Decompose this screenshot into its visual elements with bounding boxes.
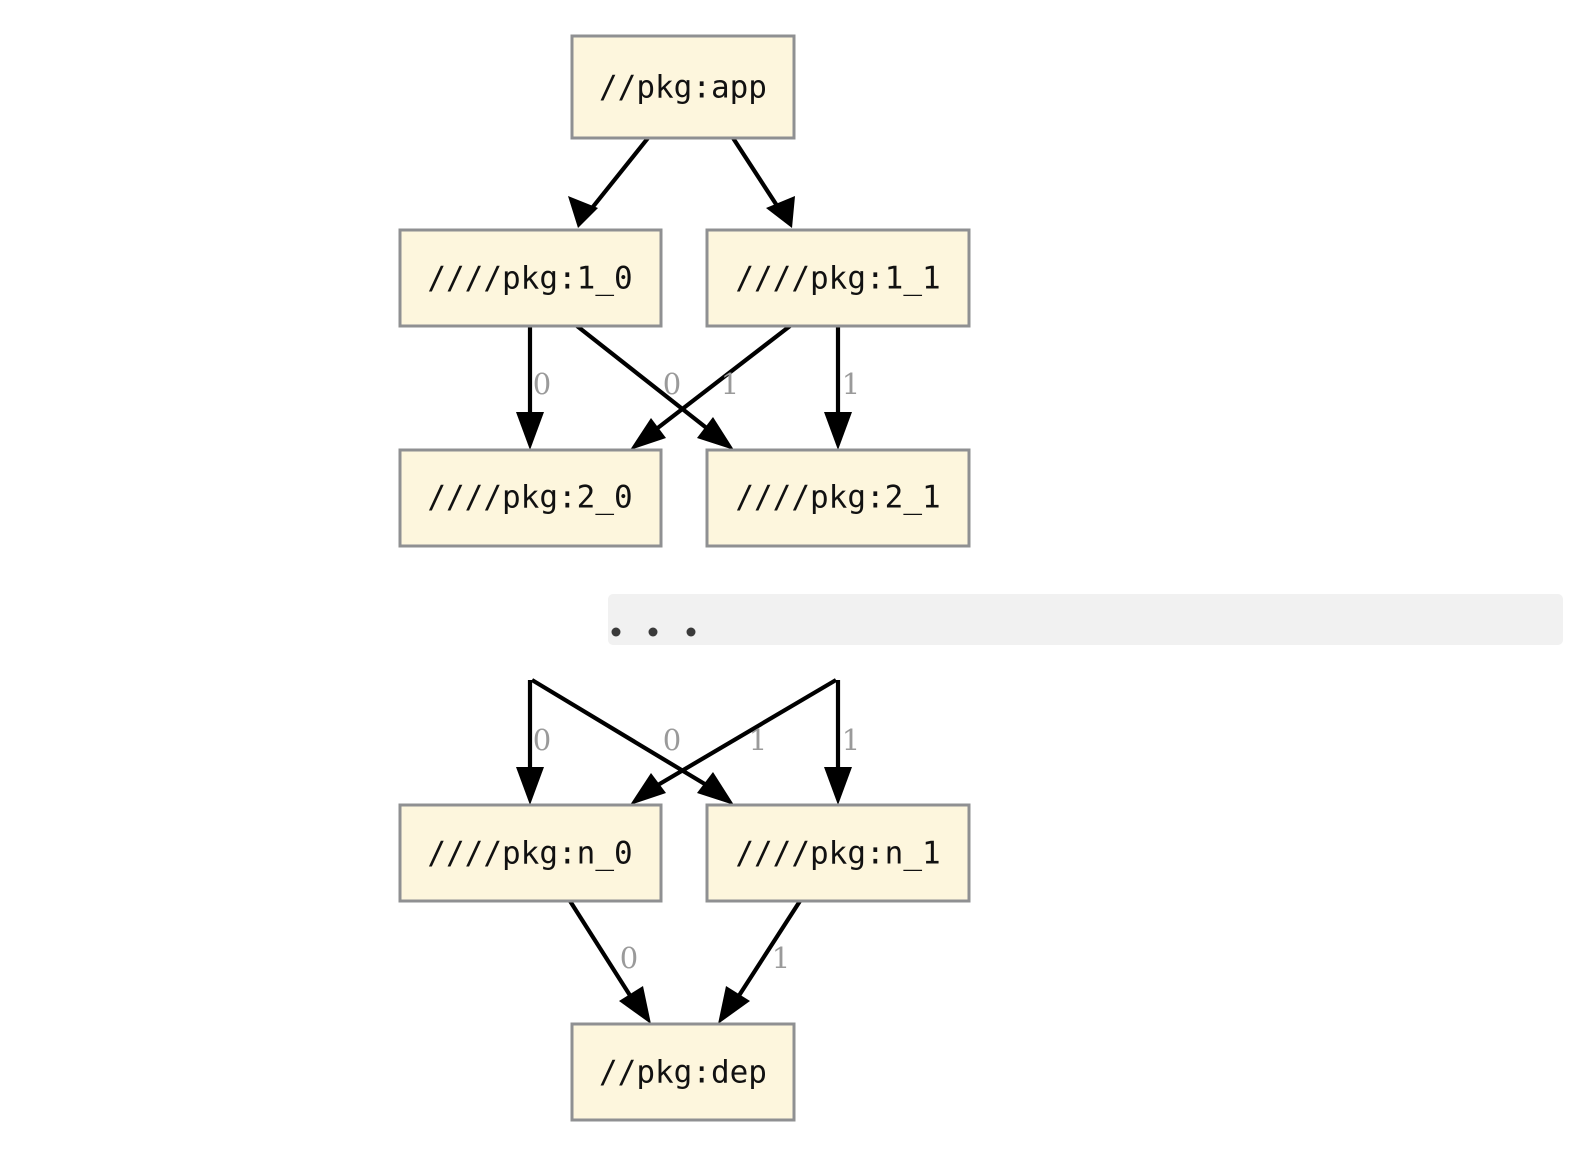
edge-label: 0 bbox=[663, 723, 681, 757]
node-box[interactable] bbox=[705, 803, 971, 903]
edge-hidden2-to-n_1: 1 bbox=[824, 680, 860, 805]
edge-hidden-to-n_1: 0 bbox=[530, 678, 734, 805]
arrowhead-icon bbox=[619, 986, 651, 1024]
edge-1_0-to-2_1: 0 bbox=[575, 324, 734, 450]
edge-line bbox=[568, 899, 640, 1010]
edge-hidden2-to-n_0: 1 bbox=[630, 678, 838, 805]
edge-label: 1 bbox=[842, 723, 860, 757]
node-label: ////pkg:1_1 bbox=[735, 261, 940, 297]
ellipsis-dot-icon bbox=[686, 627, 696, 637]
edge-app-to-1_0 bbox=[568, 136, 650, 228]
edge-line bbox=[644, 324, 792, 439]
node-label: //pkg:app bbox=[599, 70, 767, 106]
edge-label: 1 bbox=[842, 367, 860, 401]
edge-label: 1 bbox=[772, 941, 790, 975]
node-pkg-2_0[interactable]: ////pkg:2_0 bbox=[398, 448, 663, 548]
edge-n_1-to-dep: 1 bbox=[718, 899, 802, 1024]
edge-1_1-to-2_1: 1 bbox=[824, 326, 860, 450]
ellipsis-dot-icon bbox=[611, 627, 621, 637]
edge-label: 1 bbox=[721, 367, 739, 401]
arrowhead-icon bbox=[718, 986, 750, 1024]
edge-layer: 0 0 1 1 0 0 bbox=[516, 136, 860, 1024]
edge-hidden-to-n_0: 0 bbox=[516, 680, 551, 805]
edge-label: 0 bbox=[533, 367, 551, 401]
node-label: ////pkg:2_1 bbox=[735, 480, 940, 516]
node-pkg-2_1[interactable]: ////pkg:2_1 bbox=[705, 448, 971, 548]
arrowhead-icon bbox=[697, 417, 734, 450]
node-box[interactable] bbox=[705, 448, 971, 548]
edge-line bbox=[575, 324, 720, 439]
node-pkg-n_0[interactable]: ////pkg:n_0 bbox=[398, 803, 663, 903]
ellipsis-dot-icon bbox=[648, 627, 658, 637]
arrowhead-icon bbox=[516, 412, 544, 450]
arrowhead-icon bbox=[824, 412, 852, 450]
arrowhead-icon bbox=[630, 773, 666, 805]
edge-n_0-to-dep: 0 bbox=[568, 899, 651, 1024]
edge-1_0-to-2_0: 0 bbox=[516, 326, 551, 450]
arrowhead-icon bbox=[824, 767, 852, 805]
node-box[interactable] bbox=[398, 448, 663, 548]
arrowhead-icon bbox=[516, 767, 544, 805]
edge-label: 0 bbox=[620, 941, 638, 975]
edge-label: 0 bbox=[663, 367, 681, 401]
edge-label: 1 bbox=[749, 723, 767, 757]
arrowhead-icon bbox=[697, 772, 734, 805]
edge-label: 0 bbox=[533, 723, 551, 757]
edge-1_1-to-2_0: 1 bbox=[630, 324, 792, 450]
arrowhead-icon bbox=[630, 418, 666, 450]
node-box[interactable] bbox=[570, 1022, 796, 1122]
arrowhead-icon bbox=[766, 196, 795, 228]
edge-line bbox=[530, 678, 720, 794]
edge-line bbox=[644, 678, 838, 794]
arrowhead-icon bbox=[568, 196, 598, 228]
node-pkg-n_1[interactable]: ////pkg:n_1 bbox=[705, 803, 971, 903]
edge-line bbox=[582, 136, 650, 220]
node-label: ////pkg:1_0 bbox=[427, 261, 632, 297]
node-pkg-1_1[interactable]: ////pkg:1_1 bbox=[705, 228, 971, 328]
node-label: ////pkg:n_1 bbox=[735, 836, 940, 872]
node-box[interactable] bbox=[398, 803, 663, 903]
ellipsis-separator bbox=[608, 594, 1563, 645]
node-layer: //pkg:app ////pkg:1_0 ////pkg:1_1 ////pk… bbox=[398, 34, 971, 1122]
node-app[interactable]: //pkg:app bbox=[570, 34, 796, 140]
node-label: //pkg:dep bbox=[599, 1055, 767, 1091]
node-label: ////pkg:2_0 bbox=[427, 480, 632, 516]
node-box[interactable] bbox=[705, 228, 971, 328]
node-box[interactable] bbox=[570, 34, 796, 140]
node-pkg-1_0[interactable]: ////pkg:1_0 bbox=[398, 228, 663, 328]
node-box[interactable] bbox=[398, 228, 663, 328]
edge-line bbox=[729, 899, 802, 1010]
node-label: ////pkg:n_0 bbox=[427, 836, 632, 872]
edge-app-to-1_1 bbox=[731, 136, 795, 228]
node-dep[interactable]: //pkg:dep bbox=[570, 1022, 796, 1122]
separator-band bbox=[608, 594, 1563, 645]
